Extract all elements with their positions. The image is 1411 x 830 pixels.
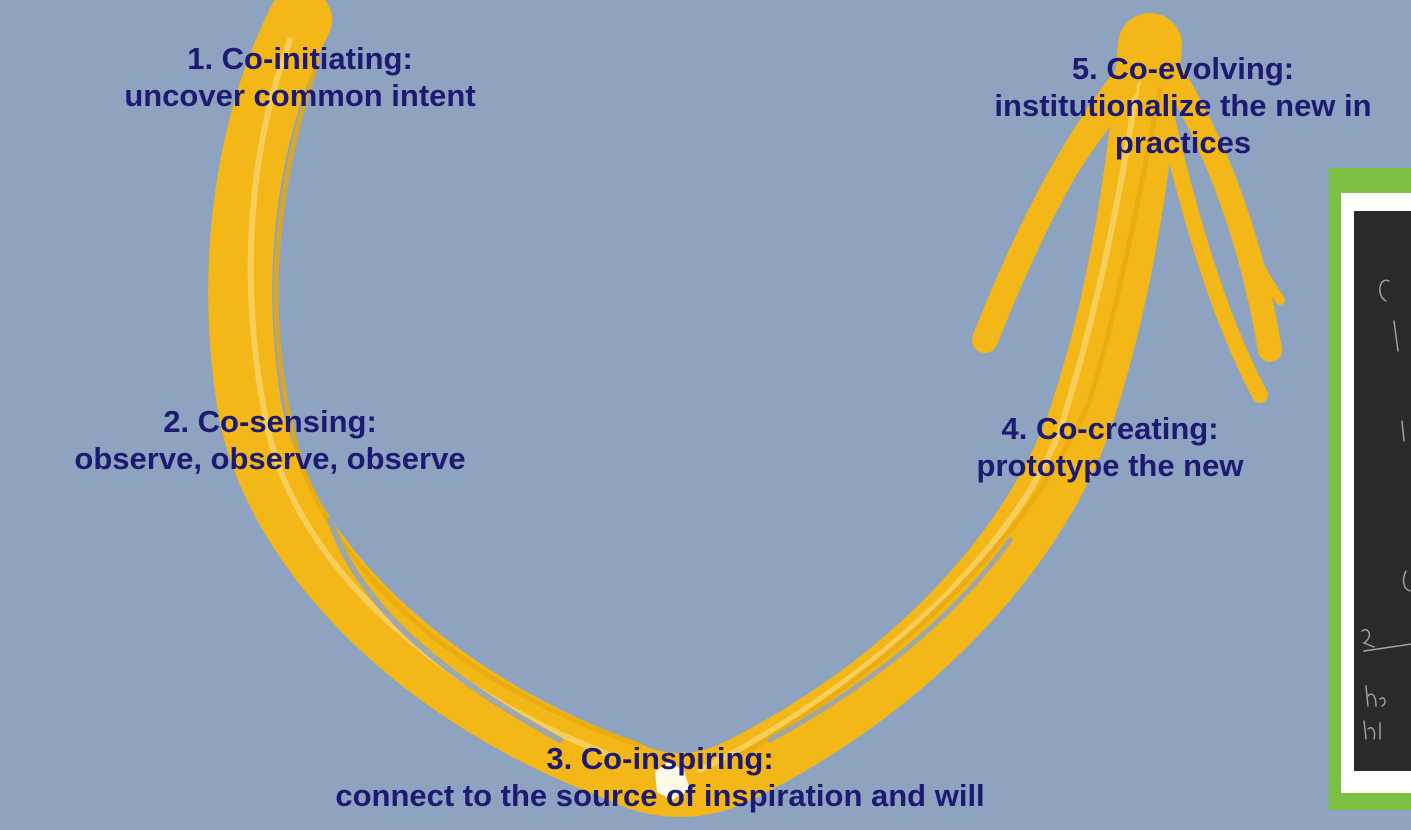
stage-title: 3. Co-inspiring: — [546, 741, 774, 776]
stage-label-co-inspiring: 3. Co-inspiring: connect to the source o… — [210, 740, 1110, 814]
u-inner-streak-4 — [737, 87, 1163, 758]
stage-title: 2. Co-sensing: — [163, 404, 377, 439]
stage-label-co-sensing: 2. Co-sensing: observe, observe, observe — [0, 403, 540, 477]
stage-subtitle: uncover common intent — [124, 78, 476, 113]
u-bottom-gap — [327, 517, 563, 743]
stage-label-co-evolving: 5. Co-evolving: institutionalize the new… — [955, 50, 1411, 161]
u-bottom-gap-2 — [767, 537, 1013, 743]
stage-title: 5. Co-evolving: — [1071, 51, 1295, 86]
stage-subtitle: institutionalize the new in — [994, 88, 1372, 123]
white-mark — [655, 762, 690, 800]
stage-label-co-creating: 4. Co-creating: prototype the new — [910, 410, 1310, 484]
stage-subtitle: connect to the source of inspiration and… — [335, 778, 985, 813]
u-inner-streak-3 — [697, 77, 1141, 773]
stage-title: 4. Co-creating: — [1001, 411, 1219, 446]
chalkboard-photo — [1354, 211, 1411, 771]
arrowhead — [972, 43, 1285, 403]
stage-title: 1. Co-initiating: — [187, 41, 413, 76]
stage-subtitle-continued: practices — [1114, 125, 1252, 160]
arrowhead-right-frond-2 — [1157, 102, 1268, 403]
arrowhead-left-frond-2 — [993, 83, 1137, 307]
stage-subtitle: observe, observe, observe — [74, 441, 466, 476]
u-inner-streak-2 — [273, 57, 643, 748]
chalk-scribbles — [1361, 279, 1411, 740]
stage-subtitle: prototype the new — [976, 448, 1244, 483]
stage-label-co-initiating: 1. Co-initiating: uncover common intent — [40, 40, 560, 114]
arrowhead-right-frond-3 — [1175, 75, 1285, 305]
